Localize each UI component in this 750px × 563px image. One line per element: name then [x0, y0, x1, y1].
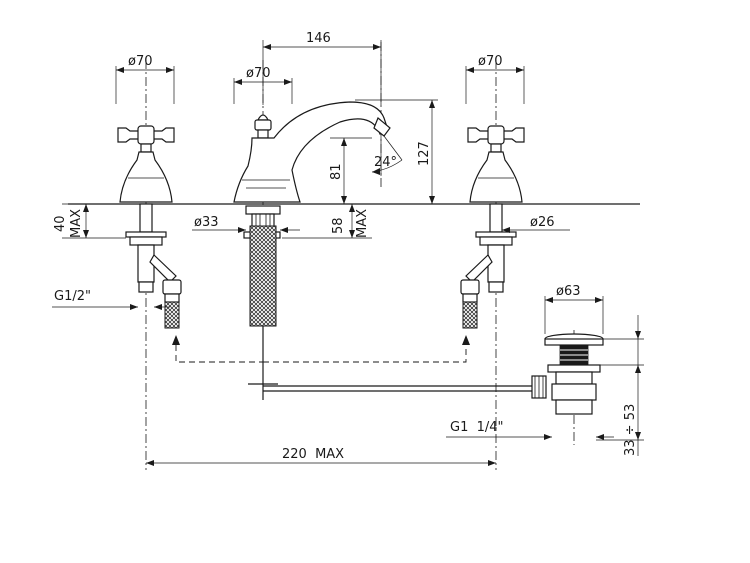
dim-waste-thread: G1 1/4" [450, 420, 504, 435]
dim-spout-angle: 24° [374, 155, 397, 170]
dim-inlet-thread: G1/2" [54, 289, 91, 304]
dim-spout-reach: 146 [306, 31, 331, 46]
dim-deck-center: 58 [331, 217, 346, 234]
dimension-lines [52, 40, 644, 466]
dim-waste-height: 33 ÷ 53 [623, 404, 638, 456]
dim-deck-left: 40 [53, 215, 68, 232]
pop-up-waste [544, 333, 604, 415]
spout [233, 101, 391, 400]
dim-deck-center-max: MAX [355, 209, 370, 238]
left-valve [117, 125, 182, 329]
hose-routing [172, 335, 470, 363]
dim-spout-hole-dia: ø33 [194, 215, 219, 230]
dim-deck-left-max: MAX [69, 209, 84, 238]
dim-spout-base-dia: ø70 [246, 66, 271, 81]
dim-max-spread: 220 MAX [282, 447, 344, 462]
dim-waste-top-dia: ø63 [556, 284, 581, 299]
dim-overall-height: 127 [417, 141, 432, 166]
dim-spout-height: 81 [329, 163, 344, 180]
dim-left-handle-dia: ø70 [128, 54, 153, 69]
pop-up-linkage [263, 375, 547, 399]
dim-right-handle-dia: ø70 [478, 54, 503, 69]
right-valve [460, 125, 525, 329]
dim-valve-hole-dia: ø26 [530, 215, 555, 230]
